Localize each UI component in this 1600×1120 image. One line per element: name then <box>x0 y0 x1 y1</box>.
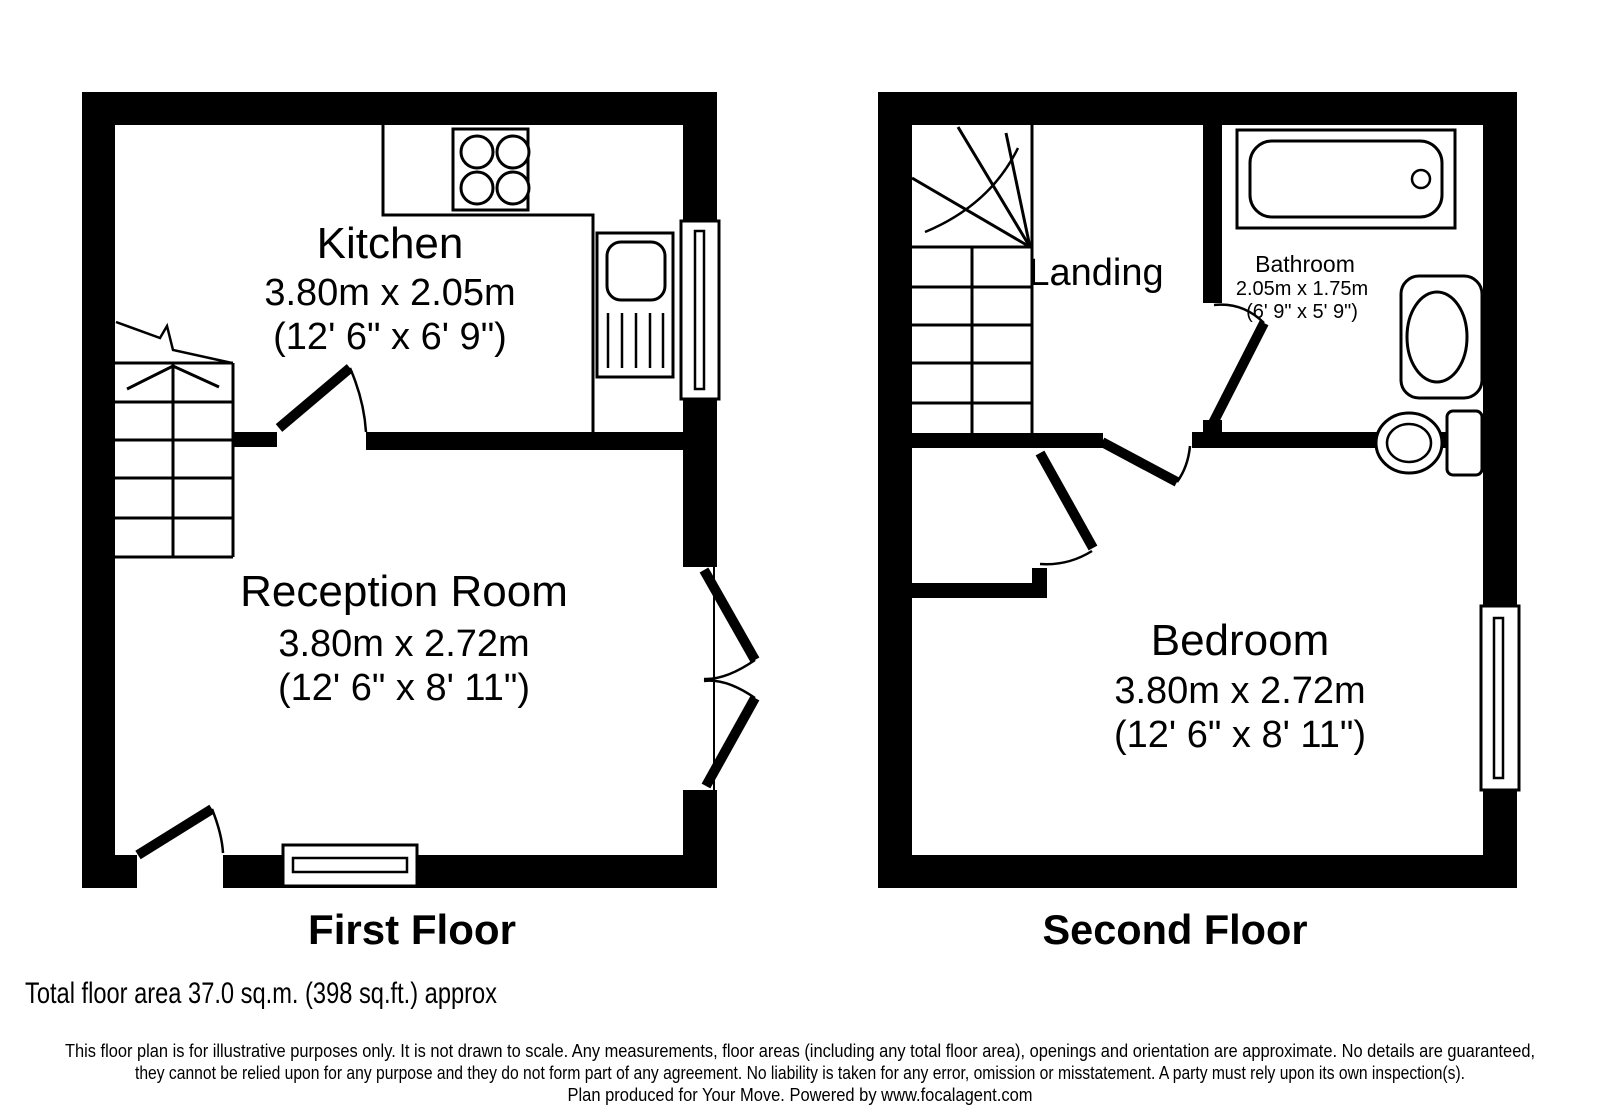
bathtub-icon <box>1235 128 1457 230</box>
second-floor-title: Second Floor <box>1043 906 1308 953</box>
bathroom-dim-imperial: (6' 9" x 5' 9") <box>1246 301 1358 323</box>
cupboard-door-icon <box>1035 450 1098 566</box>
first-floor-title: First Floor <box>308 906 516 953</box>
bedroom-label: Bedroom <box>1151 616 1330 665</box>
basin-icon <box>1399 274 1484 400</box>
bathroom-dim-metric: 2.05m x 1.75m <box>1236 278 1368 300</box>
bedroom-door-icon <box>1099 437 1192 487</box>
bathroom-label: Bathroom <box>1255 251 1355 277</box>
reception-dim-imperial: (12' 6" x 8' 11") <box>278 667 530 709</box>
reception-dim-metric: 3.80m x 2.72m <box>278 623 529 665</box>
bedroom-dim-metric: 3.80m x 2.72m <box>1114 670 1365 712</box>
first-floor-plan: Kitchen 3.80m x 2.05m (12' 6" x 6' 9") R… <box>82 92 760 953</box>
french-doors-icon <box>699 567 760 790</box>
second-floor-plan: Landing Bathroom 2.05m x 1.75m (6' 9" x … <box>878 92 1521 953</box>
disclaimer-line-2: they cannot be relied upon for any purpo… <box>135 1063 1465 1083</box>
bathroom-door-icon <box>1206 303 1269 430</box>
kitchen-door-icon <box>275 364 368 433</box>
disclaimer-line-3: Plan produced for Your Move. Powered by … <box>568 1085 1033 1105</box>
sink-icon <box>595 231 675 379</box>
footer: Total floor area 37.0 sq.m. (398 sq.ft.)… <box>25 977 1535 1105</box>
landing-label: Landing <box>1028 252 1163 294</box>
hob-icon <box>451 127 531 212</box>
kitchen-dim-imperial: (12' 6" x 6' 9") <box>273 316 507 358</box>
kitchen-label: Kitchen <box>317 219 464 268</box>
second-floor-exterior-walls <box>878 92 1517 888</box>
first-floor-exterior-walls <box>82 92 717 888</box>
bedroom-window-icon <box>1479 604 1521 792</box>
total-floor-area: Total floor area 37.0 sq.m. (398 sq.ft.)… <box>25 977 497 1010</box>
kitchen-counter <box>381 125 595 432</box>
toilet-icon <box>1374 409 1484 477</box>
reception-label: Reception Room <box>240 567 568 616</box>
entrance-door-icon <box>135 804 225 860</box>
first-floor-stairs-icon <box>115 320 235 559</box>
disclaimer-line-1: This floor plan is for illustrative purp… <box>65 1041 1535 1061</box>
kitchen-divider-wall <box>233 432 683 450</box>
second-floor-stairs-icon <box>911 125 1034 433</box>
kitchen-dim-metric: 3.80m x 2.05m <box>264 272 515 314</box>
bedroom-dim-imperial: (12' 6" x 8' 11") <box>1114 714 1366 756</box>
reception-window-icon <box>281 843 419 888</box>
kitchen-window-icon <box>679 219 721 401</box>
